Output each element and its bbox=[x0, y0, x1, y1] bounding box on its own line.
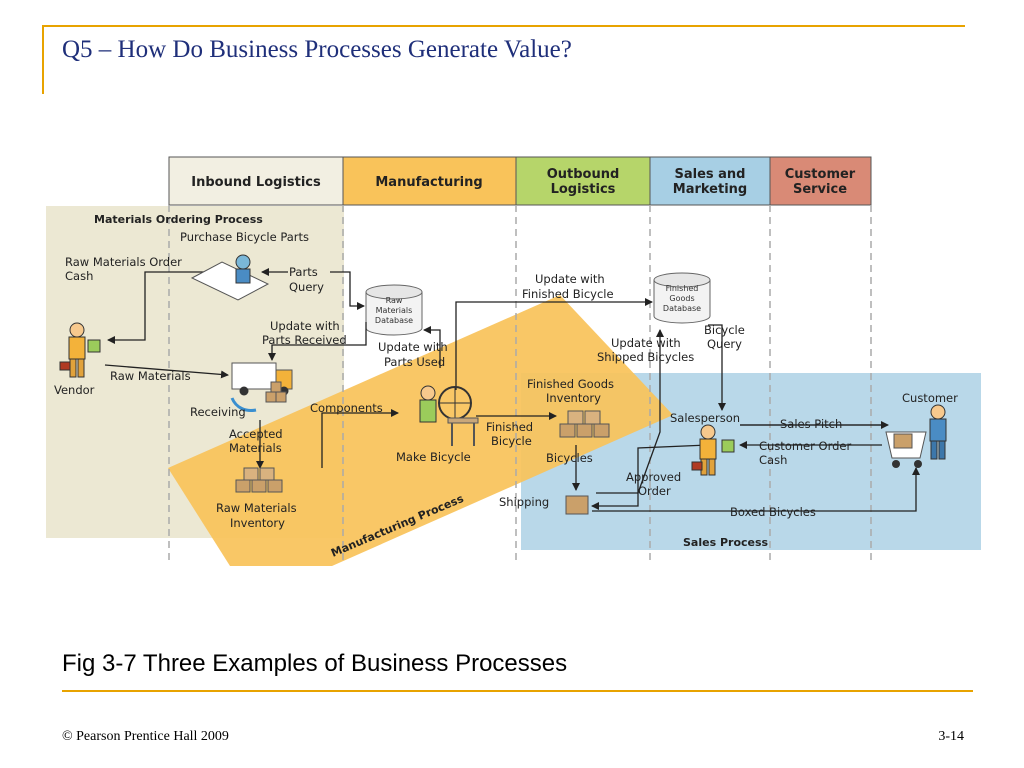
finished-inventory-label-2: Inventory bbox=[546, 391, 601, 405]
bicycles-label: Bicycles bbox=[546, 451, 593, 465]
bottom-accent-rule bbox=[62, 690, 973, 692]
accepted-label-2: Materials bbox=[229, 441, 282, 455]
update-finished-label-1: Update with bbox=[535, 272, 605, 286]
left-accent-rule bbox=[42, 27, 44, 94]
column-manufacturing-header bbox=[342, 156, 517, 206]
update-shipped-label-2: Shipped Bicycles bbox=[597, 350, 694, 364]
raw-db-label-3: Database bbox=[375, 316, 413, 325]
receiving-arrow-icon bbox=[230, 397, 257, 412]
column-outbound-label-1: Outbound bbox=[547, 167, 620, 182]
shipping-label: Shipping bbox=[499, 495, 549, 509]
customer-label: Customer bbox=[902, 391, 958, 405]
salesperson-label: Salesperson bbox=[670, 411, 740, 425]
top-accent-rule bbox=[42, 25, 965, 27]
flow-arrows bbox=[104, 268, 920, 512]
manufacturing-process-band bbox=[168, 295, 673, 566]
column-outbound-label-2: Logistics bbox=[551, 182, 616, 197]
finished-db-label-1: Finished bbox=[666, 284, 699, 293]
copyright-footer: © Pearson Prentice Hall 2009 bbox=[62, 729, 229, 744]
column-inbound-header bbox=[168, 156, 344, 206]
finished-goods-boxes-icon bbox=[559, 410, 610, 438]
bicycle-assembly-icon bbox=[419, 385, 479, 446]
raw-order-label-1: Raw Materials Order bbox=[65, 255, 182, 269]
boxed-bicycles-label: Boxed Bicycles bbox=[730, 505, 816, 519]
raw-order-label-2: Cash bbox=[65, 269, 93, 283]
column-manufacturing-label: Manufacturing bbox=[375, 175, 482, 190]
column-service-label-1: Customer bbox=[785, 167, 856, 182]
receiving-label: Receiving bbox=[190, 405, 246, 419]
update-used-label-1: Update with bbox=[378, 340, 448, 354]
raw-db-label-2: Materials bbox=[376, 306, 413, 315]
finished-db-label-2: Goods bbox=[669, 294, 694, 303]
materials-ordering-title: Materials Ordering Process bbox=[94, 213, 263, 226]
update-parts-label-1: Update with bbox=[270, 319, 340, 333]
sales-process-title: Sales Process bbox=[683, 536, 769, 549]
update-used-label-2: Parts Used bbox=[384, 355, 445, 369]
approved-order-label-1: Approved bbox=[626, 470, 681, 484]
finished-inventory-label-1: Finished Goods bbox=[527, 377, 614, 391]
column-sales-header bbox=[649, 156, 771, 206]
column-service-header bbox=[769, 156, 872, 206]
approved-order-label-2: Order bbox=[638, 484, 671, 498]
vendor-label: Vendor bbox=[54, 383, 95, 397]
bicycle-query-label-1: Bicycle bbox=[704, 323, 745, 337]
column-sales-label-1: Sales and bbox=[674, 167, 745, 182]
purchase-parts-label: Purchase Bicycle Parts bbox=[180, 230, 309, 244]
finished-bicycle-label-2: Bicycle bbox=[491, 434, 532, 448]
sales-pitch-label: Sales Pitch bbox=[780, 417, 842, 431]
customer-cart-icon bbox=[885, 404, 947, 468]
slide-title: Q5 – How Do Business Processes Generate … bbox=[62, 36, 572, 63]
parts-query-label-2: Query bbox=[289, 280, 324, 294]
delivery-truck-icon bbox=[231, 362, 293, 403]
figure-caption: Fig 3-7 Three Examples of Business Proce… bbox=[62, 650, 568, 677]
accepted-label-1: Accepted bbox=[229, 427, 283, 441]
customer-order-label-2: Cash bbox=[759, 453, 787, 467]
raw-inventory-label-1: Raw Materials bbox=[216, 501, 297, 515]
shipping-box-icon bbox=[565, 495, 589, 515]
raw-materials-label: Raw Materials bbox=[110, 369, 191, 383]
make-bicycle-label: Make Bicycle bbox=[396, 450, 471, 464]
components-label: Components bbox=[310, 401, 383, 415]
purchase-workstation-icon bbox=[190, 254, 270, 301]
slide-number: 3-14 bbox=[938, 729, 964, 744]
update-finished-label-2: Finished Bicycle bbox=[522, 287, 614, 301]
customer-order-label-1: Customer Order bbox=[759, 439, 851, 453]
raw-db-label-1: Raw bbox=[386, 296, 403, 305]
finished-bicycle-label-1: Finished bbox=[486, 420, 533, 434]
update-parts-label-2: Parts Received bbox=[262, 333, 347, 347]
raw-materials-database-icon bbox=[365, 284, 423, 336]
raw-materials-boxes-icon bbox=[235, 467, 283, 493]
finished-goods-database-icon bbox=[653, 272, 711, 324]
bicycle-query-label-2: Query bbox=[707, 337, 742, 351]
vendor-person-icon bbox=[59, 322, 101, 378]
column-sales-label-2: Marketing bbox=[673, 182, 747, 197]
salesperson-icon bbox=[691, 424, 735, 476]
raw-inventory-label-2: Inventory bbox=[230, 516, 285, 530]
column-service-label-2: Service bbox=[793, 182, 847, 197]
column-inbound-label: Inbound Logistics bbox=[191, 175, 321, 190]
update-shipped-label-1: Update with bbox=[611, 336, 681, 350]
parts-query-label-1: Parts bbox=[289, 265, 318, 279]
finished-db-label-3: Database bbox=[663, 304, 701, 313]
